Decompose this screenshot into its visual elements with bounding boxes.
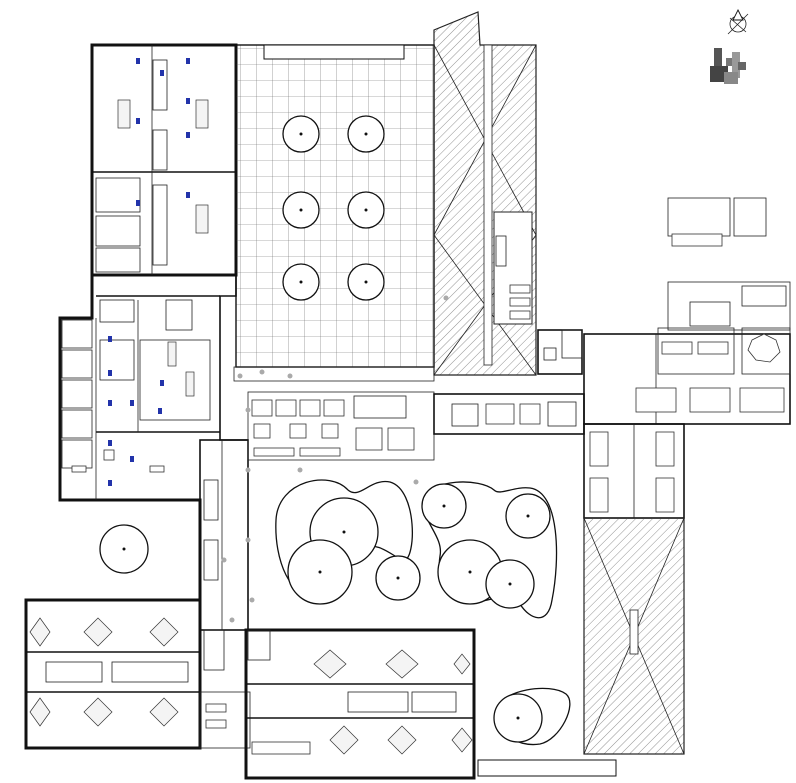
vegetation — [221, 295, 449, 623]
hatched-core-south — [583, 517, 685, 755]
caption-box — [477, 759, 617, 777]
south-corridor — [199, 439, 249, 671]
key-plan-icon — [710, 48, 746, 84]
courtyard-landscape-south — [493, 687, 571, 746]
courtyard-landscape-left — [275, 479, 421, 605]
courtyard-landscape-right — [421, 481, 558, 619]
hatched-core-north — [433, 11, 537, 376]
south-central-wing — [244, 628, 476, 780]
courtyard-north-lounge — [247, 391, 435, 461]
north-arrow-icon — [727, 8, 749, 35]
south-west-wing — [24, 598, 251, 750]
east-wing — [583, 197, 791, 425]
central-west-block — [58, 275, 248, 632]
east-office-strip — [583, 423, 685, 519]
north-west-wing — [90, 43, 238, 277]
round-table-west — [99, 524, 149, 574]
gridded-atrium — [233, 44, 435, 382]
